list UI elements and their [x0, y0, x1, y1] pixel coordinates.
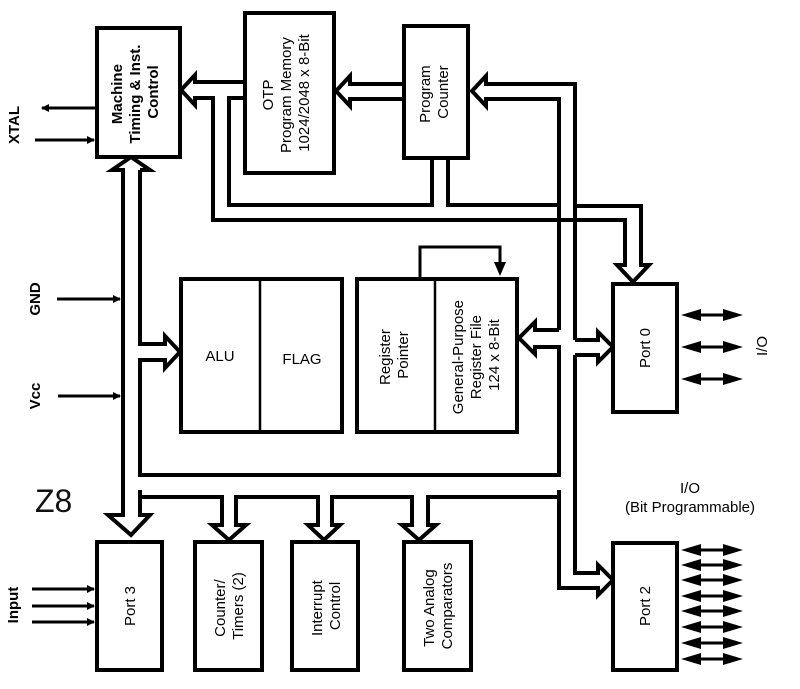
- arrowhead-left-icon: [681, 559, 701, 571]
- port2-label: Port 2: [637, 586, 654, 626]
- port2-io-label: I/O: [680, 480, 700, 497]
- gnd-pin: GND: [27, 282, 121, 316]
- arrowhead-left-icon: [681, 590, 701, 602]
- bus-peripherals: [138, 490, 561, 543]
- port0-io-label: I/O: [754, 336, 771, 356]
- port2-io-arrows: [681, 544, 743, 665]
- counter-timers-line-2: Timers (2): [230, 572, 247, 640]
- arrowhead-right-icon: [723, 590, 743, 602]
- memory-line-3: 1024/2048 x 8-Bit: [296, 33, 313, 151]
- timing-line-2: Timing & Inst.: [127, 45, 144, 144]
- interrupt-line-1: Interrupt: [309, 579, 326, 636]
- memory-line-2: Program Memory: [278, 37, 295, 153]
- block-counter-timers: Counter/ Timers (2): [193, 540, 264, 672]
- timing-line-3: Control: [145, 65, 162, 118]
- arrowhead-left-icon: [681, 605, 701, 617]
- arrowhead-right-icon: [723, 544, 743, 556]
- bus-memory-to-timing: [178, 69, 654, 285]
- svg-text:Program Counter: Program Counter: [417, 61, 452, 123]
- svg-text:OTP Program Memory: OTP Program Memory 1024/2048 x 8-Bit: [260, 33, 313, 153]
- counter-timers-line-1: Counter/: [212, 578, 229, 636]
- arrowhead-right-icon: [723, 559, 743, 571]
- arrowhead-right-icon: [723, 574, 743, 586]
- comparators-line-2: Comparators: [439, 563, 456, 650]
- block-alu-flag: ALU FLAG: [179, 277, 344, 434]
- port2-io-sublabel: (Bit Programmable): [625, 499, 755, 516]
- block-register: Register Pointer General-Purpose Registe…: [355, 277, 519, 434]
- arrowhead-right-icon: [723, 605, 743, 617]
- register-file-line-3: 124 x 8-Bit: [486, 318, 503, 391]
- xtal-label: XTAL: [6, 106, 23, 144]
- timing-line-1: Machine: [109, 64, 126, 124]
- port0-label: Port 0: [637, 328, 654, 368]
- block-program-counter: Program Counter: [402, 24, 470, 160]
- svg-text:Counter/ Timers (2): Counter/ Timers (2): [212, 572, 247, 640]
- register-pointer-line-1: Register: [377, 329, 394, 385]
- arrowhead-right-icon: [723, 653, 743, 665]
- svg-text:Interrupt Control: Interrupt Control: [309, 576, 344, 636]
- block-timing-control: Machine Timing & Inst. Control: [95, 26, 182, 159]
- vcc-pin: Vcc: [27, 383, 121, 410]
- memory-line-1: OTP: [260, 80, 277, 111]
- block-port0: Port 0: [611, 282, 679, 414]
- pc-line-2: Counter: [435, 65, 452, 118]
- bus-timing-vertical: [102, 154, 157, 538]
- port0-io-arrows: [681, 309, 743, 385]
- vcc-label: Vcc: [27, 383, 44, 410]
- register-file-line-1: General-Purpose: [450, 300, 467, 414]
- block-port3: Port 3: [95, 540, 164, 672]
- arrowhead-right-icon: [723, 309, 743, 321]
- register-pointer-feedback-arrow-icon: [494, 262, 506, 276]
- arrowhead-left-icon: [681, 621, 701, 633]
- block-interrupt-control: Interrupt Control: [290, 540, 360, 672]
- arrowhead-right-icon: [723, 621, 743, 633]
- arrowhead-left-icon: [681, 341, 701, 353]
- arrowhead-left-icon: [681, 637, 701, 649]
- block-port2: Port 2: [611, 541, 679, 672]
- block-analog-comparators: Two Analog Comparators: [402, 540, 473, 672]
- bus-pc-to-memory: [333, 70, 403, 112]
- arrowhead-left-icon: [681, 544, 701, 556]
- pc-line-1: Program: [417, 65, 434, 123]
- block-program-memory: OTP Program Memory 1024/2048 x 8-Bit: [243, 11, 336, 175]
- register-pointer-feedback-wire: [418, 245, 502, 278]
- gnd-label: GND: [27, 282, 44, 316]
- interrupt-line-2: Control: [327, 582, 344, 630]
- xtal-pins: XTAL: [6, 104, 97, 144]
- flag-label: FLAG: [282, 351, 321, 368]
- arrowhead-left-icon: [681, 309, 701, 321]
- svg-text:Machine Timing & Inst.: Machine Timing & Inst. Control: [109, 40, 162, 143]
- arrowhead-left-icon: [681, 574, 701, 586]
- arrowhead-right-icon: [723, 373, 743, 385]
- alu-label: ALU: [205, 348, 234, 365]
- arrowhead-right-icon: [723, 341, 743, 353]
- svg-text:Register Pointer: Register Pointer: [377, 325, 412, 385]
- register-file-line-2: Register File: [468, 315, 485, 399]
- arrowhead-right-icon: [723, 637, 743, 649]
- register-pointer-line-2: Pointer: [395, 331, 412, 379]
- chip-title: Z8: [35, 483, 72, 519]
- input-pins: Input: [5, 585, 95, 626]
- arrowhead-left-icon: [681, 653, 701, 665]
- port3-label: Port 3: [122, 586, 139, 626]
- input-label: Input: [5, 587, 22, 624]
- arrowhead-left-icon: [681, 373, 701, 385]
- svg-text:General-Purpose Register: General-Purpose Register File 124 x 8-Bi…: [450, 296, 503, 414]
- comparators-line-1: Two Analog: [421, 569, 438, 647]
- svg-text:Two Analog Comparators: Two Analog Comparators: [421, 563, 456, 650]
